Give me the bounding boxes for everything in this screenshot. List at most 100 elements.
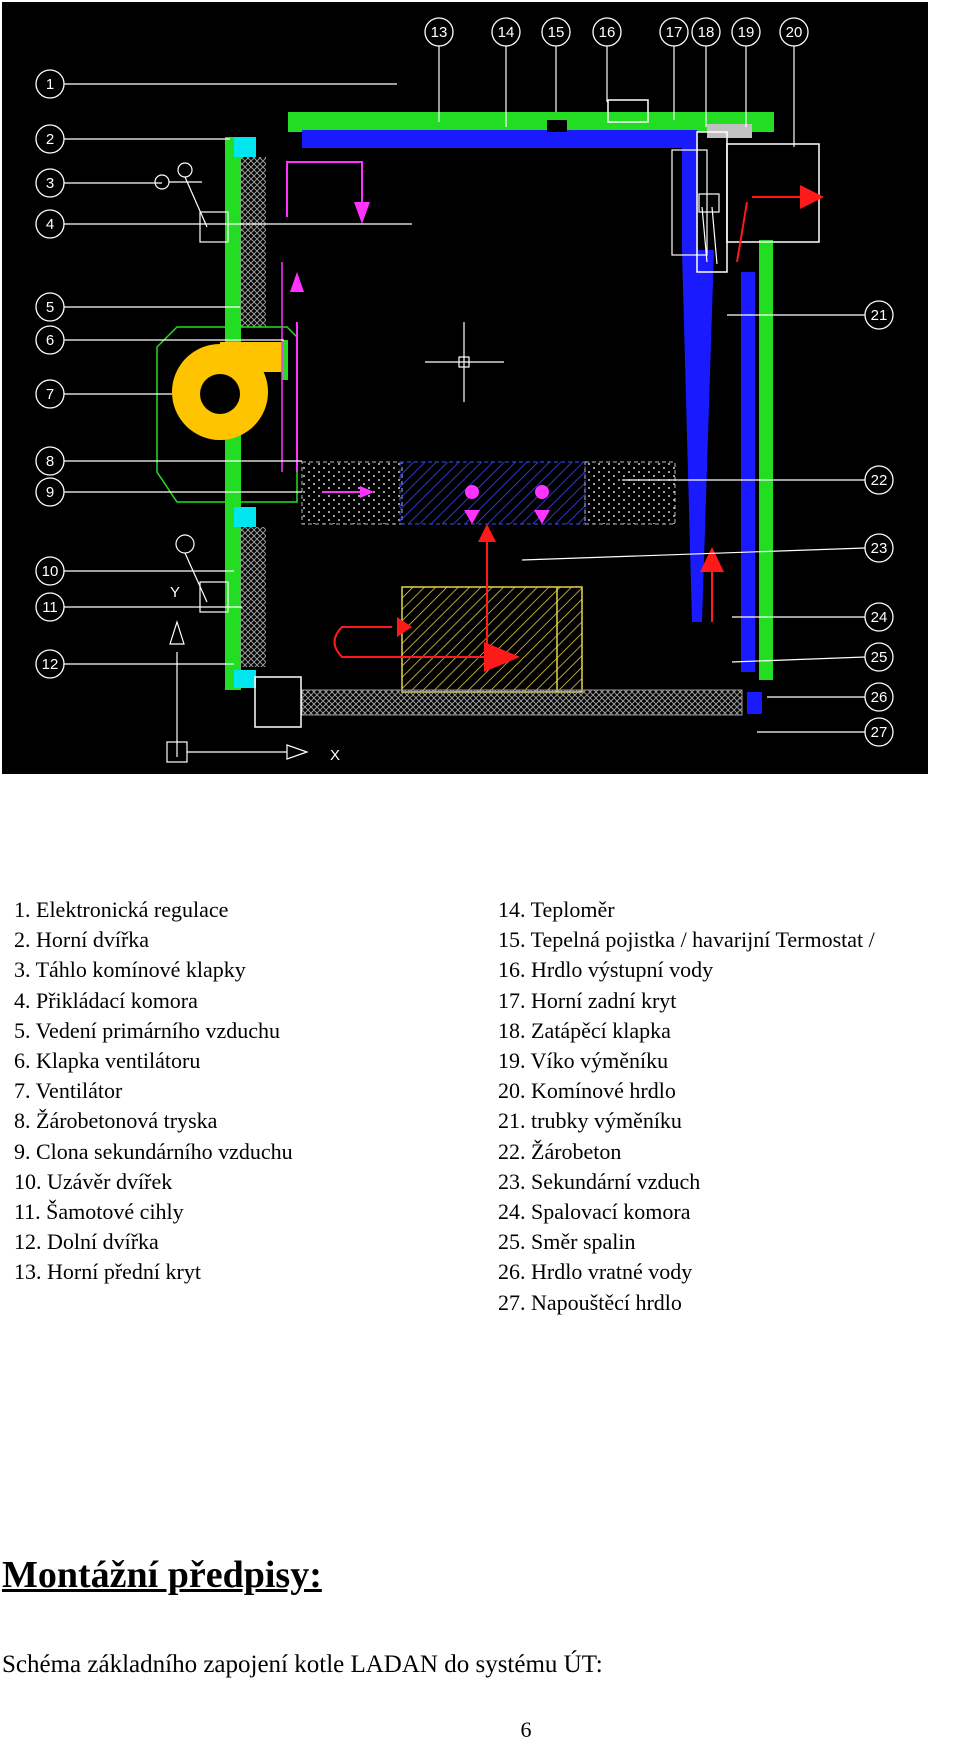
callout-11: 11 (35, 592, 65, 622)
secondary-air-baffle (399, 461, 586, 525)
callout-22: 22 (864, 465, 894, 495)
callout-number: 15 (548, 24, 565, 41)
callout-number: 25 (871, 649, 888, 666)
legend-item: 12. Dolní dvířka (14, 1229, 159, 1255)
callout-19: 19 (731, 17, 761, 47)
ash-pan (301, 689, 743, 716)
callout-23: 23 (864, 533, 894, 563)
legend-item: 2. Horní dvířka (14, 927, 150, 953)
legend-item: 23. Sekundární vzduch (498, 1168, 701, 1194)
callout-3: 3 (35, 168, 65, 198)
legend-right-column: 14. Teploměr 15. Tepelná pojistka / hava… (498, 895, 875, 1318)
callout-17: 17 (659, 17, 689, 47)
heat-exchanger-lid (707, 124, 752, 138)
legend-item: 10. Uzávěr dvířek (14, 1168, 173, 1194)
callout-number: 7 (46, 386, 54, 403)
callout-number: 8 (46, 453, 54, 470)
legend-item: 9. Clona sekundárního vzduchu (14, 1138, 293, 1164)
callout-25: 25 (864, 642, 894, 672)
callout-number: 11 (42, 599, 58, 616)
callout-number: 6 (46, 332, 54, 349)
callout-16: 16 (592, 17, 622, 47)
legend-item: 19. Víko výměníku (498, 1048, 669, 1074)
legend-item: 5. Vedení primárního vzduchu (14, 1017, 280, 1043)
callout-24: 24 (864, 602, 894, 632)
legend-item: 24. Spalovací komora (498, 1199, 691, 1225)
upper-door-insulation (240, 157, 266, 327)
legend-item: 8. Žárobetonová tryska (14, 1108, 218, 1134)
callout-number: 20 (786, 24, 803, 41)
callout-number: 5 (46, 299, 54, 316)
legend-item: 14. Teploměr (498, 897, 615, 922)
callout-18: 18 (691, 17, 721, 47)
callout-1: 1 (35, 69, 65, 99)
callout-number: 2 (46, 131, 54, 148)
legend-item: 22. Žárobeton (498, 1138, 622, 1164)
callout-number: 13 (431, 24, 448, 41)
legend-item: 11. Šamotové cihly (14, 1199, 184, 1225)
leader-lines (64, 45, 866, 733)
callout-number: 1 (46, 76, 54, 93)
legend-left-column: 1. Elektronická regulace 2. Horní dvířka… (14, 895, 293, 1288)
legend-item: 1. Elektronická regulace (14, 897, 229, 922)
callout-number: 10 (42, 563, 59, 580)
callout-number: 12 (42, 656, 59, 673)
callout-7: 7 (35, 379, 65, 409)
callout-8: 8 (35, 446, 65, 476)
legend-item: 26. Hrdlo vratné vody (498, 1259, 693, 1285)
callout-number: 23 (871, 540, 888, 557)
callout-number: 22 (871, 472, 888, 489)
callout-6: 6 (35, 325, 65, 355)
fan-housing (156, 326, 298, 503)
exchanger-tubes (682, 250, 714, 622)
legend-item: 15. Tepelná pojistka / havarijní Termost… (498, 927, 875, 953)
legend-item: 16. Hrdlo výstupní vody (498, 957, 714, 983)
callout-10: 10 (35, 556, 65, 586)
lower-door-insulation (240, 527, 266, 667)
legend-item: 25. Směr spalin (498, 1229, 636, 1255)
legend-item: 18. Zatápěcí klapka (498, 1017, 671, 1043)
front-wall-lower (225, 510, 241, 690)
callout-15: 15 (541, 17, 571, 47)
callout-14: 14 (491, 17, 521, 47)
legend-item: 21. trubky výměníku (498, 1108, 682, 1134)
boiler-top-blue (302, 130, 697, 148)
callout-number: 3 (46, 175, 54, 192)
fireclay-bricks (401, 586, 583, 693)
callout-number: 17 (666, 24, 683, 41)
legend-item: 4. Přikládací komora (14, 987, 198, 1013)
scheme-caption: Schéma základního zapojení kotle LADAN d… (2, 1651, 603, 1678)
callout-26: 26 (864, 682, 894, 712)
callout-number: 27 (871, 724, 888, 741)
callout-12: 12 (35, 649, 65, 679)
callout-2: 2 (35, 124, 65, 154)
callout-20: 20 (779, 17, 809, 47)
rear-water-jacket (741, 272, 755, 672)
callout-number: 21 (871, 307, 888, 324)
primary-air-path (286, 161, 363, 217)
callout-number: 4 (46, 216, 54, 233)
legend-item: 6. Klapka ventilátoru (14, 1048, 201, 1074)
crosshair-cursor-icon (425, 322, 504, 402)
axis-y-label: Y (170, 584, 180, 601)
callout-9: 9 (35, 477, 65, 507)
axis-indicator (166, 620, 309, 763)
legend-item: 3. Táhlo komínové klapky (14, 957, 246, 983)
callout-4: 4 (35, 209, 65, 239)
callout-number: 18 (698, 24, 715, 41)
callout-number: 14 (498, 24, 515, 41)
legend-item: 20. Komínové hrdlo (498, 1078, 676, 1104)
section-title: Montážní předpisy: (2, 1554, 322, 1596)
leader-line (521, 547, 866, 561)
rear-wall (759, 240, 773, 680)
legend-item: 7. Ventilátor (14, 1078, 123, 1104)
callout-number: 26 (871, 689, 888, 706)
top-front-casing (288, 112, 728, 132)
legend-item: 13. Horní přední kryt (14, 1259, 201, 1285)
front-wall-upper (225, 137, 241, 522)
callout-21: 21 (864, 300, 894, 330)
callout-number: 24 (871, 609, 888, 626)
callout-number: 19 (738, 24, 755, 41)
